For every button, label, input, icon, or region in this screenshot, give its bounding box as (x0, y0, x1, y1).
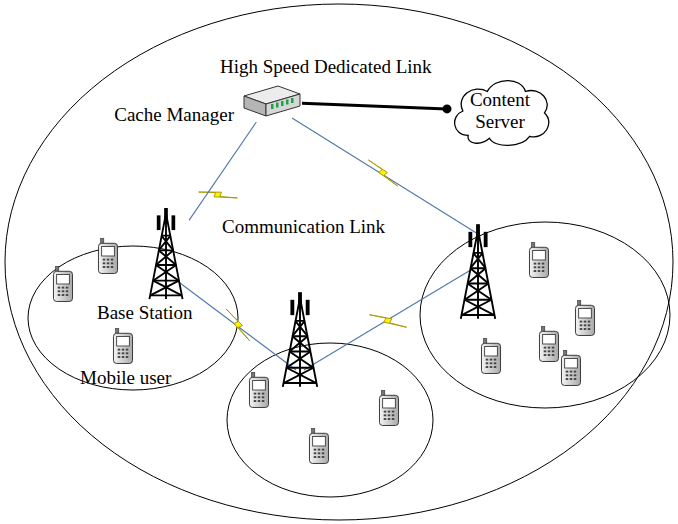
mobile-phone (539, 326, 558, 361)
mobile-user-label: Mobile user (80, 367, 171, 389)
link-endpoint (443, 104, 452, 113)
base-station: Base Station (143, 208, 189, 300)
mobile-phone (113, 328, 132, 363)
lightning-bolt (199, 178, 238, 211)
link-label: High Speed Dedicated Link (218, 56, 434, 78)
mobile-phone (561, 350, 580, 385)
mobile-phone (98, 238, 117, 273)
mobile-phone (575, 300, 594, 335)
cell-area (420, 222, 670, 408)
communication-link (176, 280, 296, 370)
lightning-bolt (219, 309, 257, 340)
link-label: Communication Link (222, 216, 385, 238)
mobile-phone (249, 372, 268, 407)
mobile-phone (529, 242, 548, 277)
lightning-bolt (369, 306, 406, 335)
connector (189, 122, 256, 220)
base-station-tower (461, 224, 495, 319)
communication-link (304, 268, 474, 370)
mobile-phone (53, 266, 72, 301)
content-server: Content Server (447, 72, 553, 150)
lightning-bolt (365, 160, 400, 186)
cache-manager: Cache Manager (238, 82, 302, 122)
network-area (5, 4, 673, 520)
base-station-tower (283, 292, 317, 387)
tower-icon (143, 208, 189, 300)
node-label: Base Station (97, 302, 193, 324)
router-icon (238, 82, 302, 122)
node-label: Cache Manager (114, 104, 234, 126)
cell-area (227, 343, 433, 497)
mobile-phone (309, 428, 328, 463)
connector (302, 103, 447, 109)
mobile-phone (379, 390, 398, 425)
communication-links (176, 118, 478, 370)
mobile-phone (481, 338, 500, 373)
cell-area (28, 246, 238, 390)
node-label: Content Server (460, 89, 540, 133)
